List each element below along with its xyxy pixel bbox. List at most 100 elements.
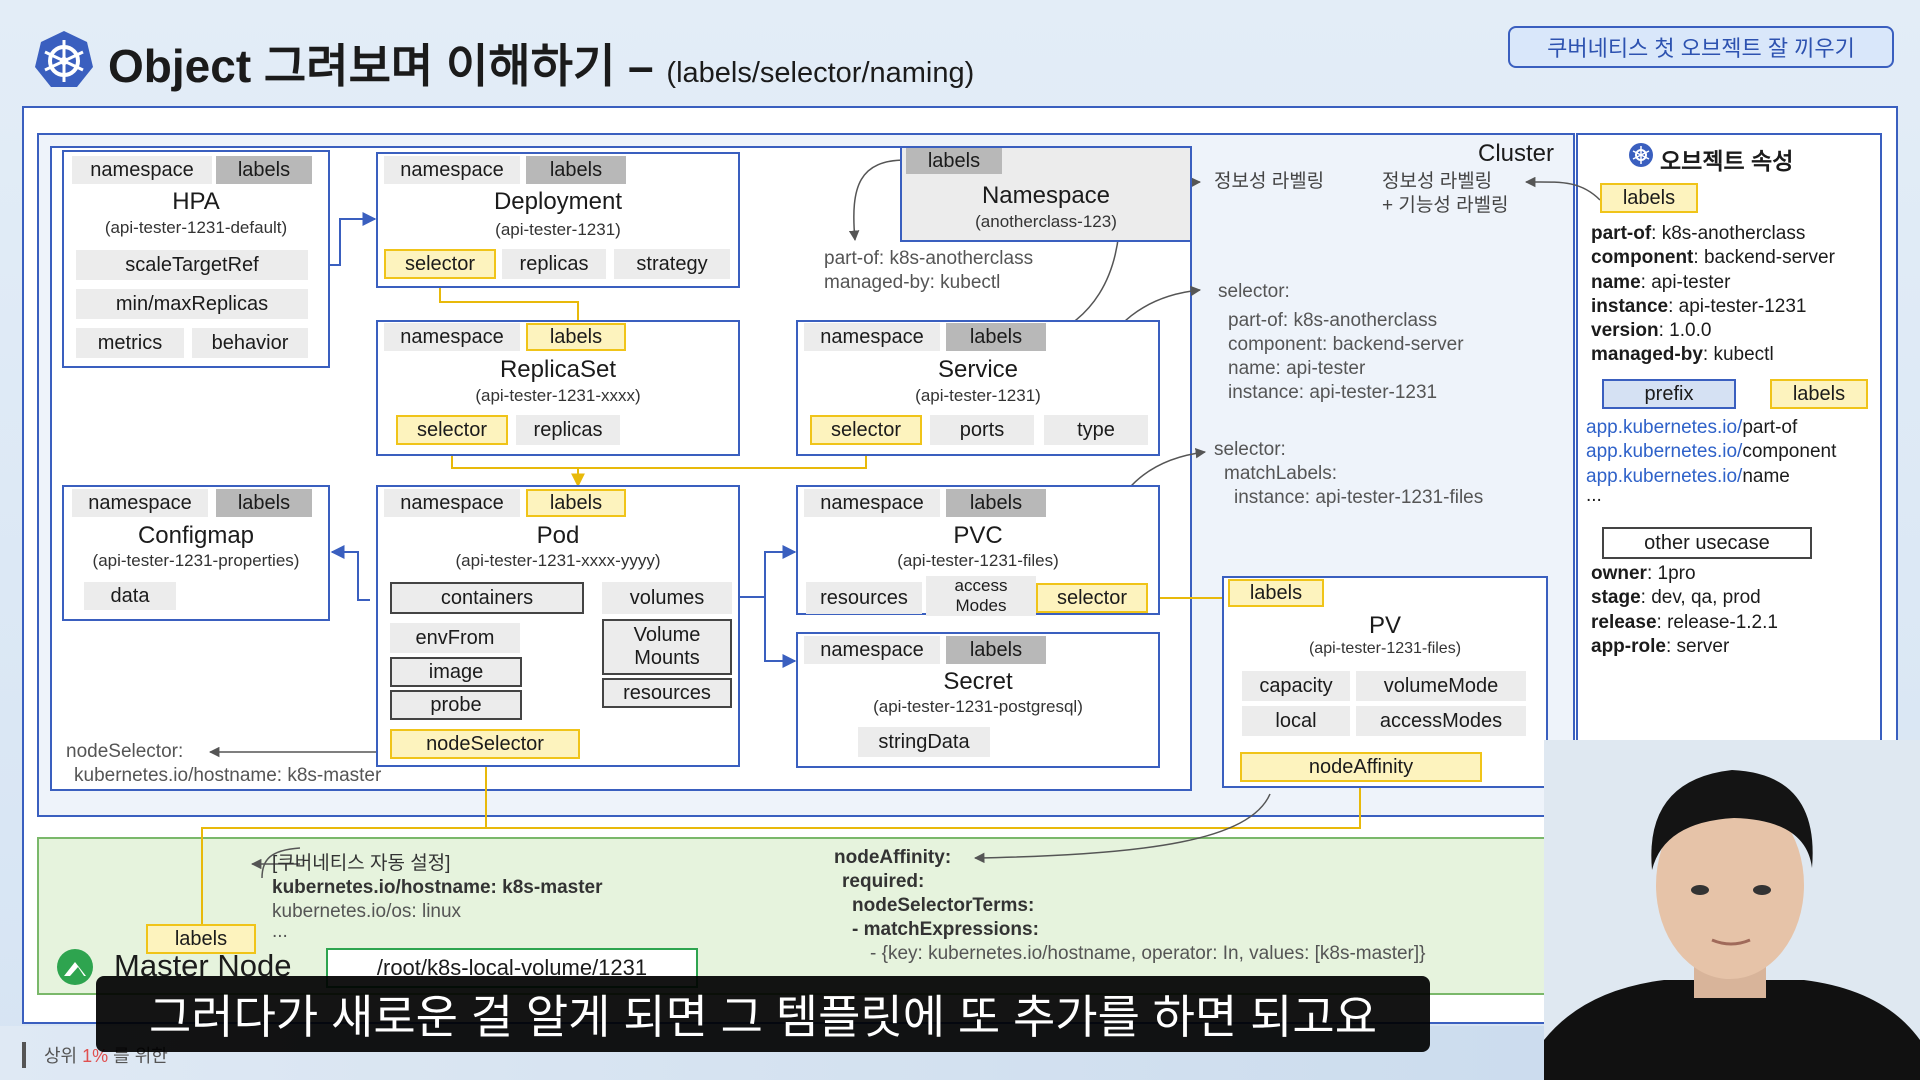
secret-name: (api-tester-1231-postgresql) bbox=[873, 697, 1083, 716]
info-label-text: 정보성 라벨링 bbox=[1214, 171, 1325, 192]
pv-title: PV bbox=[1368, 612, 1401, 639]
page-title: Object 그려보며 이해하기 – (labels/selector/nami… bbox=[108, 40, 975, 92]
service-name: (api-tester-1231) bbox=[915, 386, 1041, 405]
master-auto-os: kubernetes.io/os: linux bbox=[272, 901, 462, 922]
presenter-video bbox=[1544, 740, 1920, 1080]
pod-containers-chip: containers bbox=[390, 582, 584, 614]
affinity-line-5: - {key: kubernetes.io/hostname, operator… bbox=[870, 943, 1426, 964]
namespace-labels-chip: labels bbox=[906, 148, 1002, 174]
replicaset-selector-chip: selector bbox=[396, 415, 508, 445]
namespace-label-1: part-of: k8s-anotherclass bbox=[824, 248, 1034, 269]
secret-string-data-chip: stringData bbox=[858, 727, 990, 757]
deployment-namespace-chip: namespace bbox=[384, 156, 520, 184]
pvc-labels-chip: labels bbox=[946, 489, 1046, 517]
selector2-inst: instance: api-tester-1231-files bbox=[1234, 487, 1484, 508]
selector-line-2: component: backend-server bbox=[1228, 334, 1464, 355]
hpa-behavior: behavior bbox=[192, 328, 308, 358]
master-auto-head: [쿠버네티스 자동 설정] bbox=[272, 853, 451, 874]
props-panel bbox=[1576, 133, 1882, 817]
master-labels-chip: labels bbox=[146, 924, 256, 954]
deployment-labels-chip: labels bbox=[526, 156, 626, 184]
namespace-title: Namespace bbox=[981, 182, 1111, 209]
secret-labels-chip: labels bbox=[946, 636, 1046, 664]
namespace-name: (anotherclass-123) bbox=[975, 212, 1117, 231]
pv-name: (api-tester-1231-files) bbox=[1308, 640, 1462, 657]
pod-resources-chip: resources bbox=[602, 678, 732, 708]
props-label-list: part-of: k8s-anotherclass component: bac… bbox=[1591, 223, 1835, 366]
replicaset-name: (api-tester-1231-xxxx) bbox=[475, 386, 641, 405]
deployment-replicas-chip: replicas bbox=[502, 249, 606, 279]
info-func-label-b: + 기능성 라벨링 bbox=[1382, 195, 1509, 216]
deployment-strategy-chip: strategy bbox=[614, 249, 730, 279]
deployment-name: (api-tester-1231) bbox=[495, 220, 621, 239]
hpa-scale-target: scaleTargetRef bbox=[76, 250, 308, 280]
master-auto-hostname: kubernetes.io/hostname: k8s-master bbox=[272, 877, 603, 898]
pv-node-affinity-chip: nodeAffinity bbox=[1240, 752, 1482, 782]
pv-access-modes-chip: accessModes bbox=[1356, 706, 1526, 736]
pv-volume-mode-chip: volumeMode bbox=[1356, 671, 1526, 701]
props-prefix-labels-chip: labels bbox=[1770, 379, 1868, 409]
hpa-namespace-chip: namespace bbox=[72, 156, 212, 184]
deployment-title: Deployment bbox=[493, 188, 623, 215]
pod-node-selector-chip: nodeSelector bbox=[390, 729, 580, 759]
node-selector-value: kubernetes.io/hostname: k8s-master bbox=[74, 765, 382, 786]
secret-namespace-chip: namespace bbox=[804, 636, 940, 664]
selector-line-4: instance: api-tester-1231 bbox=[1228, 382, 1438, 403]
hpa-metrics: metrics bbox=[76, 328, 184, 358]
configmap-name: (api-tester-1231-properties) bbox=[92, 551, 300, 570]
node-selector-head: nodeSelector: bbox=[66, 741, 184, 762]
replicaset-replicas-chip: replicas bbox=[516, 415, 620, 445]
props-other-usecase-chip: other usecase bbox=[1602, 527, 1812, 559]
service-type-chip: type bbox=[1044, 415, 1148, 445]
hpa-name: (api-tester-1231-default) bbox=[104, 218, 288, 237]
selector2-match: matchLabels: bbox=[1224, 463, 1338, 484]
master-node-icon bbox=[56, 948, 94, 986]
affinity-line-1: nodeAffinity: bbox=[834, 847, 952, 868]
pod-envfrom-chip: envFrom bbox=[390, 623, 520, 653]
hpa-title: HPA bbox=[172, 188, 220, 215]
kubernetes-logo-icon bbox=[32, 28, 96, 92]
pvc-selector-chip: selector bbox=[1036, 583, 1148, 613]
replicaset-namespace-chip: namespace bbox=[384, 323, 520, 351]
pv-local-chip: local bbox=[1242, 706, 1350, 736]
deployment-selector-chip: selector bbox=[384, 249, 496, 279]
cluster-label: Cluster bbox=[1478, 140, 1555, 167]
pvc-resources-chip: resources bbox=[806, 582, 922, 614]
pv-capacity-chip: capacity bbox=[1242, 671, 1350, 701]
service-namespace-chip: namespace bbox=[804, 323, 940, 351]
selector-head: selector: bbox=[1218, 281, 1290, 302]
configmap-namespace-chip: namespace bbox=[72, 489, 208, 517]
configmap-data-chip: data bbox=[84, 582, 176, 610]
course-badge: 쿠버네티스 첫 오브젝트 잘 끼우기 bbox=[1508, 26, 1894, 68]
master-auto-more: ... bbox=[272, 921, 288, 942]
replicaset-title: ReplicaSet bbox=[499, 356, 617, 383]
pod-image-chip: image bbox=[390, 657, 522, 687]
props-title: 오브젝트 속성 bbox=[1660, 148, 1794, 174]
props-k8s-icon bbox=[1628, 142, 1654, 168]
hpa-min-max: min/maxReplicas bbox=[76, 289, 308, 319]
selector-line-3: name: api-tester bbox=[1228, 358, 1366, 379]
configmap-title: Configmap bbox=[137, 522, 255, 549]
subtitle-caption: 그러다가 새로운 걸 알게 되면 그 템플릿에 또 추가를 하면 되고요 bbox=[96, 976, 1430, 1052]
pvc-namespace-chip: namespace bbox=[804, 489, 940, 517]
namespace-label-2: managed-by: kubectl bbox=[824, 272, 1001, 293]
service-title: Service bbox=[937, 356, 1019, 383]
selector2-head: selector: bbox=[1214, 439, 1286, 460]
props-prefix-list: app.kubernetes.io/part-of app.kubernetes… bbox=[1586, 417, 1837, 506]
secret-title: Secret bbox=[943, 668, 1013, 695]
affinity-line-3: nodeSelectorTerms: bbox=[852, 895, 1035, 916]
pod-namespace-chip: namespace bbox=[384, 489, 520, 517]
pod-probe-chip: probe bbox=[390, 690, 522, 720]
hpa-labels-chip: labels bbox=[216, 156, 312, 184]
pod-name: (api-tester-1231-xxxx-yyyy) bbox=[455, 551, 661, 570]
pvc-title: PVC bbox=[953, 522, 1003, 549]
props-labels-chip: labels bbox=[1600, 183, 1698, 213]
props-prefix-chip: prefix bbox=[1602, 379, 1736, 409]
affinity-line-4: - matchExpressions: bbox=[852, 919, 1039, 940]
service-selector-chip: selector bbox=[810, 415, 922, 445]
props-other-list: owner: 1pro stage: dev, qa, prod release… bbox=[1591, 563, 1778, 657]
service-labels-chip: labels bbox=[946, 323, 1046, 351]
pod-title: Pod bbox=[536, 522, 580, 549]
